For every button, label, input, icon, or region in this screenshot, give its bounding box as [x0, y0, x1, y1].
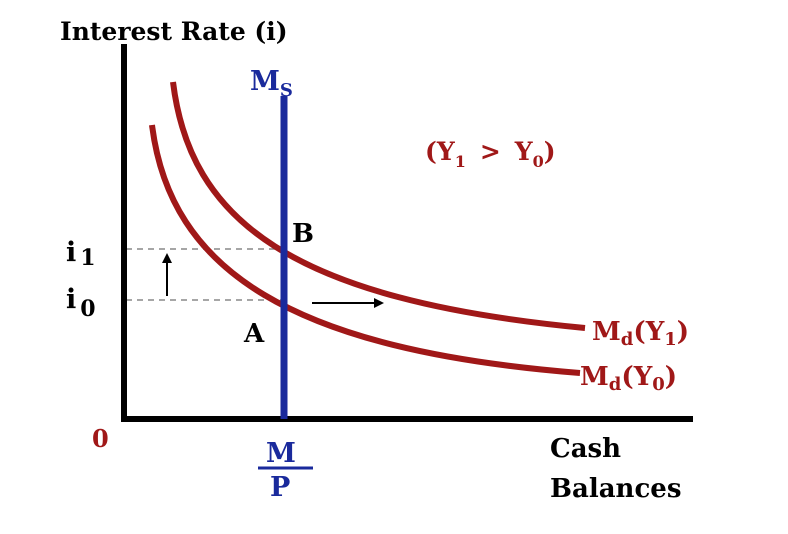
demand-curve-label-y1: Md(Y1)	[592, 317, 689, 350]
x-axis-label-line2: Balances	[550, 474, 681, 504]
point-b-label: B	[292, 219, 314, 249]
real-money-numerator: M	[266, 438, 296, 469]
origin-label: 0	[92, 424, 109, 453]
money-demand-curve-y1	[170, 81, 586, 331]
income-condition-label: (Y1>Y0)	[425, 137, 556, 171]
money-demand-curve-y0	[149, 124, 581, 376]
demand-curve-label-y0: Md(Y0)	[580, 362, 677, 395]
y-axis-label: Interest Rate (i)	[60, 17, 288, 46]
money-supply-label: MS	[250, 66, 293, 101]
point-a-label: A	[243, 319, 265, 349]
real-money-denominator: P	[270, 472, 290, 503]
x-axis-label-line1: Cash	[550, 434, 621, 464]
